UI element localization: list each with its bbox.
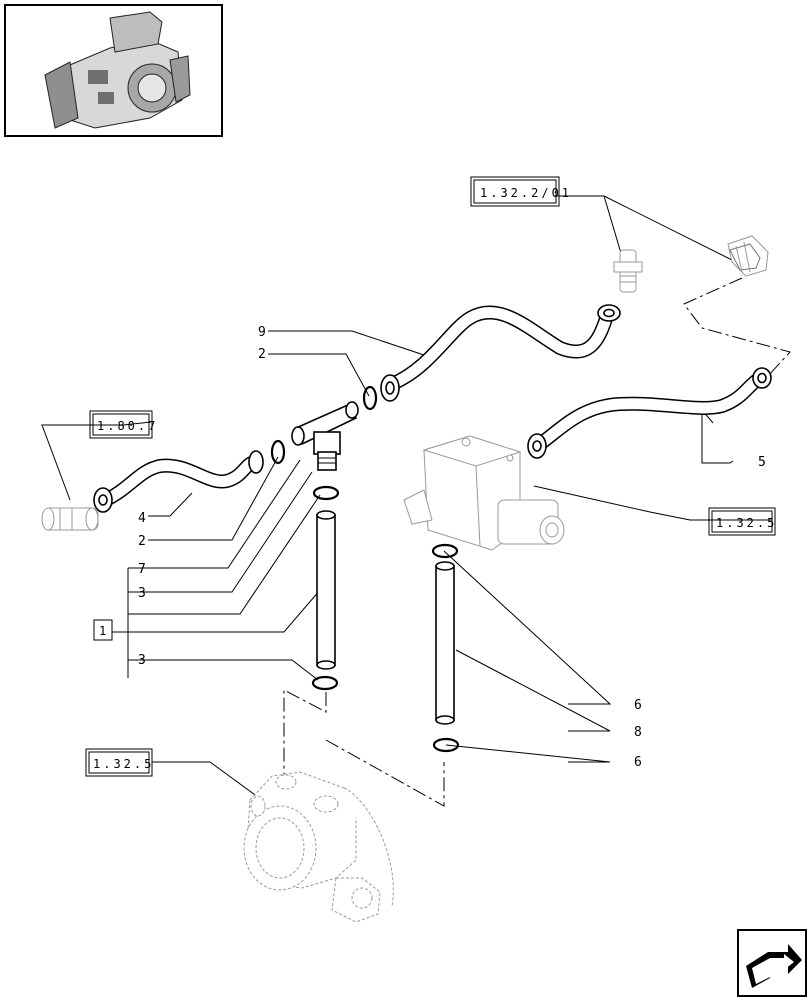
o-ring-3-lower[interactable] [311,675,339,691]
o-ring-3-upper[interactable] [312,485,340,501]
callout-2-lower: 2 [138,534,147,549]
ref-label-1: 1 [99,624,109,638]
ref-box-1-32-2-01[interactable]: 1.32.2/01 [470,176,572,207]
ref-label-1-32-5-right: 1.32.5 [716,516,777,530]
transmission-housing-thumbnail [44,11,191,129]
ref-label-1-80-7: 1.80.7 [97,419,158,433]
o-ring-2-upper[interactable] [362,385,378,411]
ref-label-1-32-5-left: 1.32.5 [93,757,154,771]
o-ring-6-lower[interactable] [432,737,460,753]
callout-3-lower: 3 [138,653,147,668]
tube-8[interactable] [435,561,455,725]
callout-3-upper: 3 [138,586,147,601]
leader-lines [41,195,772,801]
callout-4: 4 [138,511,147,526]
ref-box-1-32-5-right[interactable]: 1.32.5 [708,507,777,536]
fitting-1-80-7-ghost [41,507,99,531]
ref-box-1-32-5-left[interactable]: 1.32.5 [85,748,154,777]
ref-label-1-32-2-01: 1.32.2/01 [480,186,572,200]
valve-assembly-ghost [403,435,565,551]
callout-6-lower: 6 [634,755,643,770]
pipe-9[interactable] [380,304,621,402]
dashed-guides [283,277,791,807]
ref-box-1[interactable]: 1 [93,619,113,641]
callout-8: 8 [634,725,643,740]
callout-2-upper: 2 [258,347,267,362]
o-ring-2-lower[interactable] [270,439,286,465]
tee-fitting-7[interactable] [291,401,359,471]
callout-5: 5 [758,455,767,470]
tube-1[interactable] [316,510,336,670]
next-page-arrow-icon [746,944,802,988]
pump-housing-ghost [243,771,394,923]
o-ring-6-upper[interactable] [431,543,459,559]
pipe-4[interactable] [93,450,264,513]
callout-6-upper: 6 [634,698,643,713]
thumbnail-frame[interactable] [4,4,223,137]
callout-9: 9 [258,325,267,340]
fitting-1-32-2-01-ghost [613,235,769,293]
next-page-button[interactable] [737,929,807,997]
pipe-5[interactable] [527,367,772,459]
callout-7: 7 [138,562,147,577]
